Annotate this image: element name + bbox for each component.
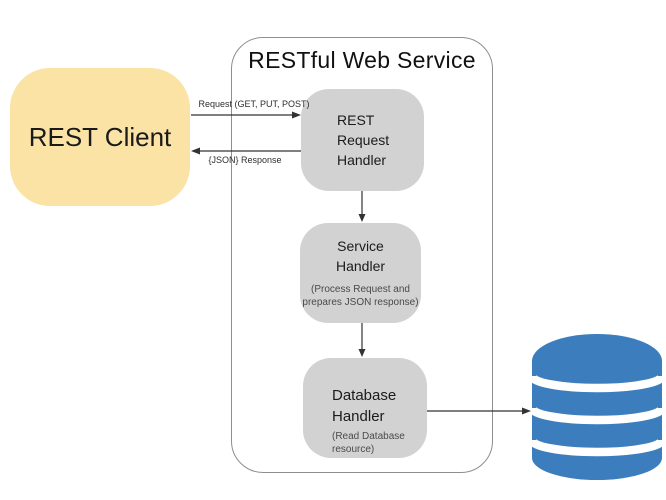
node-label-line: REST [337,112,375,128]
database-handler-node: Database Handler (Read Database resource… [303,358,427,458]
web-service-title: RESTful Web Service [248,47,476,73]
rest-request-handler-node: REST Request Handler [301,89,424,191]
node-title: Service Handler [336,236,385,276]
node-caption-line: (Process Request and [311,284,410,295]
node-label-line: Database [332,387,397,404]
service-handler-node: Service Handler (Process Request and pre… [300,223,421,323]
node-title: Database Handler [332,385,427,427]
node-caption: (Read Database resource) [332,430,427,456]
database-cylinder-icon [532,334,662,480]
node-label-line: Handler [337,152,387,168]
node-label-line: Handler [335,258,386,274]
web-service-container: RESTful Web Service [231,37,493,473]
rest-client-label: REST Client [28,121,172,152]
node-caption-line: prepares JSON response) [302,297,419,308]
rest-client-node: REST Client [10,68,190,206]
node-caption: (Process Request and prepares JSON respo… [302,283,418,309]
response-arrow-label: {JSON} Response [208,155,282,165]
node-caption-line: resource) [332,444,375,455]
request-arrow-label: Request (GET, PUT, POST) [198,99,310,109]
node-caption-line: (Read Database [332,431,405,442]
node-label-line: Service [337,238,384,254]
node-label-line: Request [337,132,390,148]
node-label-line: Handler [332,408,385,425]
